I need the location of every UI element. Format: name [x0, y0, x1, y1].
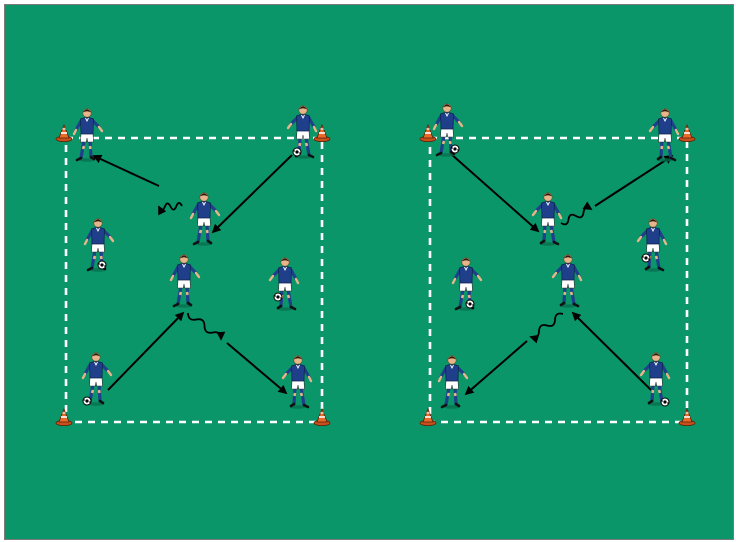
player-corner-top-left — [72, 108, 104, 162]
grid-boundary-right-square — [428, 136, 689, 424]
player-corner-top-right — [648, 108, 680, 162]
ball-icon — [82, 396, 92, 406]
pass-arrow — [464, 340, 528, 396]
ball-icon — [641, 253, 651, 263]
player-side-left — [83, 218, 115, 272]
dribble-arrow — [560, 201, 593, 226]
player-corner-bottom-right — [281, 355, 313, 409]
pass-arrow — [107, 311, 185, 391]
cone-icon — [678, 123, 696, 142]
player-corner-bottom-left — [81, 352, 113, 406]
pass-arrow — [211, 154, 293, 234]
grid-boundary-left-square — [64, 136, 324, 424]
cone-icon — [55, 123, 73, 142]
ball-icon — [660, 397, 670, 407]
cone-icon — [313, 123, 331, 142]
player-center-upper — [189, 192, 221, 246]
cone-icon — [419, 123, 437, 142]
ball-icon — [273, 292, 283, 302]
pass-arrow — [226, 342, 288, 395]
cone-icon — [419, 407, 437, 426]
cone-icon — [55, 407, 73, 426]
drill-diagram — [5, 5, 733, 539]
ball-icon — [450, 144, 460, 154]
player-center-upper — [531, 192, 563, 246]
player-side-right — [636, 218, 668, 272]
pass-arrow — [594, 155, 674, 207]
cone-icon — [313, 407, 331, 426]
pass-arrow — [92, 154, 160, 187]
ball-icon — [292, 147, 302, 157]
ball-icon — [465, 299, 475, 309]
player-center — [551, 254, 583, 308]
dribble-arrow — [529, 312, 564, 344]
pitch-grass — [5, 5, 733, 539]
ball-icon — [97, 260, 107, 270]
player-side-right — [268, 257, 300, 311]
player-corner-bottom-right — [639, 352, 671, 407]
cone-icon — [678, 407, 696, 426]
player-corner-bottom-left — [437, 355, 469, 409]
pass-arrow — [571, 311, 652, 391]
player-corner-top-left — [432, 103, 464, 157]
player-side-left — [451, 257, 483, 311]
player-corner-top-right — [286, 105, 318, 159]
pass-arrow — [450, 153, 540, 233]
dribble-arrow — [187, 312, 226, 341]
player-center — [169, 254, 201, 308]
dribble-arrow — [158, 202, 183, 216]
training-pitch — [4, 4, 734, 540]
